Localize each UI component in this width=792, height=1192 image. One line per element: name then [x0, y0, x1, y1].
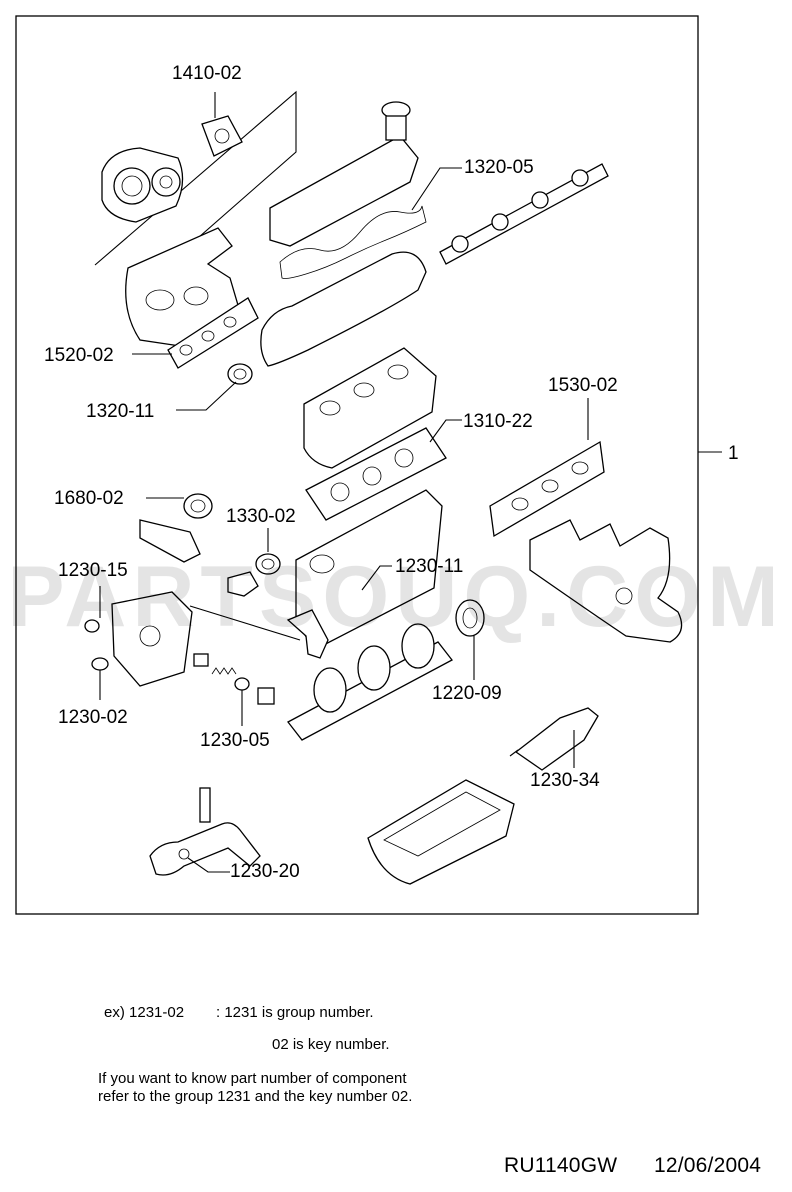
callout-1230-15: 1230-15: [58, 560, 128, 581]
o-ring-1230-02: [91, 657, 109, 671]
washer-1230-05: [234, 677, 250, 691]
callout-1320-11: 1320-11: [86, 401, 155, 422]
cylinder-head-part: [303, 347, 437, 469]
intake-gasket-1520-02: [167, 297, 259, 369]
callout-1520-02: 1520-02: [44, 345, 114, 366]
info-line-2: refer to the group 1231 and the key numb…: [98, 1088, 413, 1105]
exhaust-gasket-1530-02: [489, 440, 605, 538]
sealant-tube-1230-34: [509, 707, 599, 771]
exhaust-manifold-part: [529, 519, 683, 643]
callout-1220-09: 1220-09: [432, 683, 502, 704]
footer-code: RU1140GW: [504, 1154, 618, 1177]
turbo-gasket-1410-02: [201, 115, 243, 157]
seal-1330-02: [255, 553, 281, 575]
callout-1330-02: 1330-02: [226, 506, 296, 527]
callout-1530-02: 1530-02: [548, 375, 618, 396]
cylinder-head-upper-part: [260, 251, 427, 367]
turbocharger-part: [94, 90, 297, 281]
callout-1230-34: 1230-34: [530, 770, 600, 791]
callout-1410-02: 1410-02: [172, 63, 242, 84]
intake-manifold-part: [125, 227, 241, 347]
diagram-frame: [15, 15, 699, 915]
valve-cover-gasket-1320-05: [279, 205, 427, 279]
rear-seal-1220-09: [455, 599, 485, 637]
info-line-1: If you want to know part number of compo…: [98, 1070, 407, 1087]
oil-strainer-1230-20: [149, 787, 261, 876]
callout-1230-05: 1230-05: [200, 730, 270, 751]
oil-pump-part: [111, 591, 209, 687]
callout-1310-22: 1310-22: [463, 411, 533, 432]
callout-1230-20: 1230-20: [230, 861, 300, 882]
oil-pan-part: [367, 779, 515, 885]
example-group-note: : 1231 is group number.: [216, 1004, 374, 1021]
camshaft-part: [439, 163, 609, 265]
callout-1: 1: [728, 443, 739, 464]
valve-cover-part: [269, 101, 419, 247]
callout-1320-05: 1320-05: [464, 157, 534, 178]
camshaft-seal-1320-11: [227, 363, 253, 385]
head-gasket-1310-22: [305, 427, 447, 521]
footer-date: 12/06/2004: [654, 1154, 762, 1177]
example-code: ex) 1231-02: [104, 1004, 185, 1021]
example-key-note: 02 is key number.: [272, 1036, 390, 1053]
callout-1680-02: 1680-02: [54, 488, 124, 509]
callout-1230-11: 1230-11: [395, 556, 464, 577]
callout-1230-02: 1230-02: [58, 707, 128, 728]
seal-1680-02: [183, 493, 213, 519]
o-ring-1230-15: [84, 619, 100, 633]
crankshaft-part: [287, 623, 453, 741]
